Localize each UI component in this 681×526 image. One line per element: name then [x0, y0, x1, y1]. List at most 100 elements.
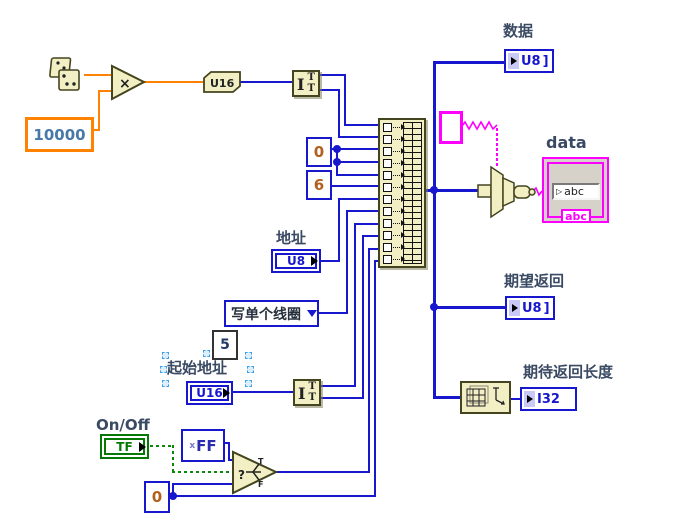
start-address-label: 起始地址: [167, 359, 228, 377]
constant-value: 0: [313, 143, 325, 161]
on-off-label: On/Off: [96, 416, 150, 434]
wire-split1a-h2: [344, 124, 378, 126]
wire-split1b-v: [338, 89, 340, 138]
numeric-constant-6[interactable]: 6: [306, 170, 332, 200]
array-size-function[interactable]: [460, 381, 512, 415]
dots-icon: [393, 198, 400, 200]
hex-constant-ff[interactable]: x FF: [181, 429, 225, 462]
radix-marker: x: [189, 440, 196, 451]
build-array-input-row[interactable]: [381, 145, 405, 157]
split-number-bottom[interactable]: I T T: [293, 379, 321, 406]
terminal-datatype-box: [509, 300, 520, 316]
terminal-datatype-box: [524, 391, 535, 407]
build-array-input-row[interactable]: [381, 253, 405, 265]
build-array-input-row[interactable]: [381, 205, 405, 217]
numeric-constant-5[interactable]: 5: [212, 330, 238, 360]
expected-return-indicator-u8[interactable]: U8 ]: [505, 296, 555, 320]
svg-text:?: ?: [238, 468, 245, 482]
wire-xff-h1: [221, 442, 230, 444]
wire-const0b-branch-v: [172, 484, 174, 497]
multiply-function[interactable]: ×: [110, 63, 148, 103]
numeric-constant-0-bottom[interactable]: 0: [144, 481, 170, 513]
dots-icon: [393, 222, 400, 224]
split-icon-top: T: [308, 381, 316, 392]
terminal-datatype-box: [508, 53, 519, 69]
array-element-icon: [383, 146, 392, 156]
to-u16-conversion[interactable]: U16: [201, 70, 243, 95]
data-string-indicator[interactable]: ▷ abc abc: [542, 157, 609, 223]
selection-handle: [162, 352, 169, 359]
tab-text: abc: [565, 209, 587, 223]
wire-ring-row8: [346, 210, 378, 212]
indicator-arrow-icon: [511, 304, 518, 312]
wire-const0b-v: [374, 260, 376, 497]
dots-icon: [393, 126, 400, 128]
terminal-type-text: U8: [286, 254, 306, 268]
dots-icon: [393, 246, 400, 248]
wire-select-row11: [368, 248, 378, 250]
build-array-input-row[interactable]: [381, 229, 405, 241]
address-control-u8[interactable]: U8: [271, 249, 321, 273]
build-array-output-grid: [403, 122, 422, 264]
ring-selected-value: 写单个线圈: [231, 306, 301, 323]
chevron-down-icon[interactable]: [307, 310, 317, 317]
data-array-label: 数据: [503, 22, 534, 40]
random-number-dice-icon[interactable]: [46, 55, 88, 97]
split-number-top[interactable]: I T T: [292, 70, 320, 97]
wire-address-row7: [338, 198, 378, 200]
array-element-icon: [383, 194, 392, 204]
build-array-input-row[interactable]: [381, 169, 405, 181]
svg-text:T: T: [258, 457, 264, 466]
address-label: 地址: [276, 229, 307, 247]
dots-icon: [393, 234, 400, 236]
wire-const0b-row12: [374, 260, 378, 262]
wire-split2b-v: [362, 235, 364, 399]
wire-const0-row4: [336, 161, 378, 163]
string-value-field[interactable]: ▷ abc: [552, 183, 600, 200]
array-element-icon: [383, 134, 392, 144]
empty-string-constant[interactable]: [439, 111, 463, 144]
select-function[interactable]: ? T F: [231, 450, 279, 496]
array-element-icon: [383, 254, 392, 264]
split-icon-bottom: T: [307, 83, 315, 94]
function-code-ring[interactable]: 写单个线圈: [224, 300, 319, 327]
constant-value: FF: [196, 436, 217, 455]
expected-length-indicator-i32[interactable]: I32: [520, 387, 577, 411]
numeric-constant-0-top[interactable]: 0: [306, 137, 332, 167]
wire-ring-v: [346, 210, 348, 314]
array-bracket: ]: [542, 53, 549, 69]
numeric-constant-10000[interactable]: 10000: [25, 117, 94, 152]
wire-const0-row5: [336, 174, 378, 176]
dots-icon: [393, 186, 400, 188]
dots-icon: [393, 210, 400, 212]
build-array-input-row[interactable]: [381, 193, 405, 205]
wire-random-to-multiply: [84, 74, 112, 76]
build-array-input-row[interactable]: [381, 217, 405, 229]
build-array-input-row[interactable]: [381, 133, 405, 145]
wire-junction-dot: [430, 303, 438, 311]
wire-buildarray-out: [426, 189, 480, 192]
svg-text:×: ×: [119, 76, 131, 92]
split-icon-top: T: [307, 72, 315, 83]
wire-address-v: [338, 198, 340, 262]
data-array-indicator-u8[interactable]: U8 ]: [504, 49, 554, 73]
selection-handle: [245, 380, 252, 387]
build-array-input-row[interactable]: [381, 157, 405, 169]
build-array-input-row[interactable]: [381, 121, 405, 133]
wire-const0-row3: [328, 148, 378, 150]
array-element-icon: [383, 206, 392, 216]
dots-icon: [393, 258, 400, 260]
wire-rail-to-data-array: [433, 61, 504, 64]
byte-array-to-string-function[interactable]: [477, 165, 539, 219]
start-address-control-u16[interactable]: U16: [186, 381, 233, 405]
wire-address-h: [321, 260, 340, 262]
wire-split2b-row10: [362, 235, 378, 237]
terminal-type-text: U8: [521, 53, 541, 69]
constant-value: 5: [220, 337, 230, 353]
dots-icon: [393, 150, 400, 152]
build-array-input-row[interactable]: [381, 241, 405, 253]
build-array-input-row[interactable]: [381, 181, 405, 193]
svg-text:U16: U16: [210, 77, 235, 90]
on-off-control-tf[interactable]: TF: [100, 434, 149, 459]
build-array-function[interactable]: [378, 118, 426, 268]
